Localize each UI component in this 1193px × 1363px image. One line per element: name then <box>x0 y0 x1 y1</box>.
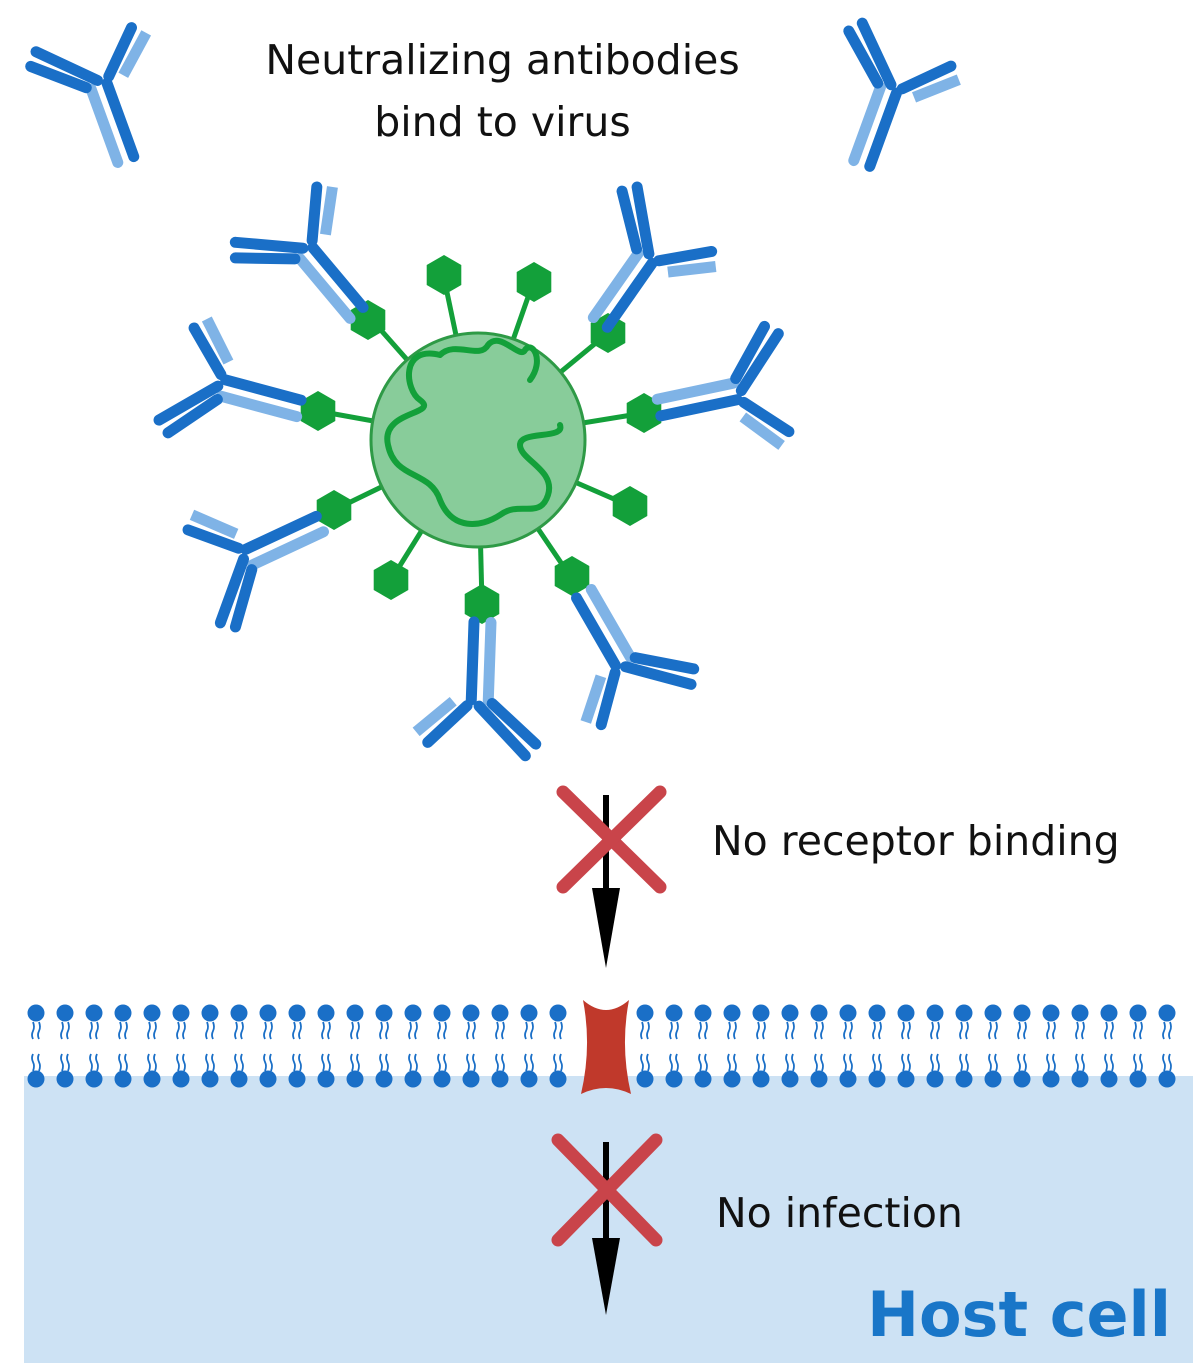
lipid-molecule <box>838 1003 858 1089</box>
arrow-head <box>592 888 620 968</box>
lipid-molecule <box>432 1003 452 1089</box>
antibody-icon <box>647 324 801 469</box>
lipid-molecule <box>809 1003 829 1089</box>
lipid-molecule <box>374 1003 394 1089</box>
blocked-infection-arrow <box>551 1133 663 1315</box>
lipid-molecule <box>287 1003 307 1089</box>
no-infection-label: No infection <box>716 1189 963 1237</box>
lipid-molecule <box>258 1003 278 1089</box>
virus-genome <box>384 337 564 527</box>
no-receptor-binding-label: No receptor binding <box>712 817 1120 865</box>
lipid-molecule <box>867 1003 887 1089</box>
spike-protein <box>373 560 409 600</box>
lipid-molecule <box>490 1003 510 1089</box>
lipid-molecule <box>664 1003 684 1089</box>
lipid-molecule <box>1128 1003 1148 1089</box>
lipid-molecule <box>954 1003 974 1089</box>
antibody-icon <box>553 181 727 358</box>
spike-protein <box>612 486 648 526</box>
lipid-molecule <box>1041 1003 1061 1089</box>
lipid-molecule <box>26 1003 46 1089</box>
lipid-molecule <box>142 1003 162 1089</box>
lipid-molecule <box>1070 1003 1090 1089</box>
lipid-molecule <box>55 1003 75 1089</box>
antibody-icon <box>156 314 315 464</box>
lipid-molecule <box>403 1003 423 1089</box>
antibody-icon <box>174 467 344 632</box>
lipid-molecule <box>896 1003 916 1089</box>
arrow-head <box>592 1238 620 1315</box>
lipid-molecule <box>635 1003 655 1089</box>
receptor-icon <box>581 1000 631 1094</box>
lipid-molecule <box>519 1003 539 1089</box>
lipid-molecule <box>1099 1003 1119 1089</box>
lipid-molecule <box>722 1003 742 1089</box>
title-line-2: bind to virus <box>374 98 631 146</box>
antibody-icon <box>415 620 540 756</box>
lipid-molecule <box>84 1003 104 1089</box>
lipid-molecule <box>1157 1003 1177 1089</box>
lipid-molecule <box>316 1003 336 1089</box>
lipid-molecule <box>345 1003 365 1089</box>
antibody-icon <box>530 565 700 739</box>
lipid-molecule <box>113 1003 133 1089</box>
spike-protein <box>516 262 552 302</box>
lipid-molecule <box>925 1003 945 1089</box>
lipid-molecule <box>1012 1003 1032 1089</box>
lipid-molecule <box>200 1003 220 1089</box>
blocked-binding-arrow <box>556 785 667 968</box>
virus-icon <box>369 331 587 549</box>
lipid-molecule <box>229 1003 249 1089</box>
spike-protein <box>316 490 352 530</box>
lipid-molecule <box>983 1003 1003 1089</box>
x-mark-icon <box>551 1133 663 1247</box>
lipid-molecule <box>751 1003 771 1089</box>
lipid-molecule <box>548 1003 568 1089</box>
spike-protein <box>300 391 336 431</box>
title-line-1: Neutralizing antibodies <box>265 36 740 84</box>
spike-protein <box>426 255 462 295</box>
lipid-molecule <box>780 1003 800 1089</box>
lipid-molecule <box>693 1003 713 1089</box>
host-cell-label: Host cell <box>867 1278 1171 1351</box>
lipid-molecule <box>171 1003 191 1089</box>
x-mark-icon <box>556 785 667 894</box>
lipid-molecule <box>461 1003 481 1089</box>
